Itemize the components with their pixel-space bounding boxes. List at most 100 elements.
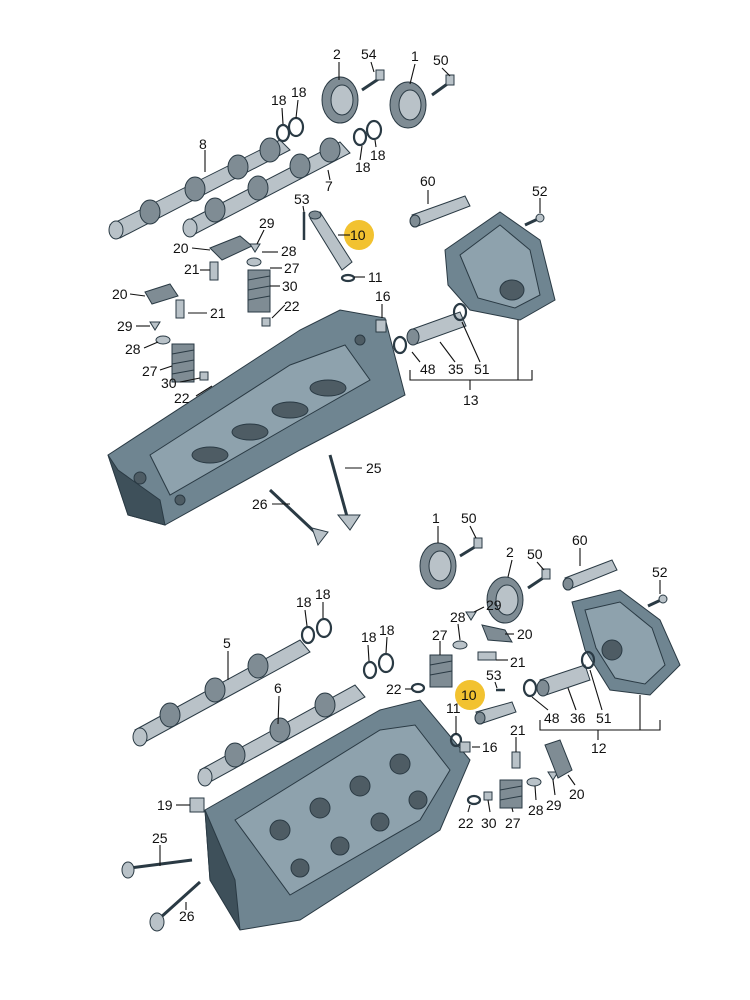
upper-bolt-54 [361, 69, 385, 92]
label-upper-20b: 20 [112, 286, 128, 302]
label-lower-22a: 22 [386, 681, 402, 697]
label-lower-30: 30 [481, 815, 497, 831]
upper-seal-18c [352, 127, 368, 147]
lower-seal-18a [300, 625, 316, 645]
upper-cam-gear-2 [321, 76, 359, 124]
lower-seal-22b [466, 794, 482, 806]
label-upper-20a: 20 [173, 240, 189, 256]
label-upper-21a: 21 [184, 261, 200, 277]
label-upper-13: 13 [463, 392, 479, 408]
lower-seal-18c [362, 660, 378, 680]
lower-collet-28b [526, 777, 542, 787]
label-lower-53: 53 [486, 667, 502, 683]
label-upper-22a: 22 [284, 298, 300, 314]
upper-bolt-52 [524, 213, 545, 227]
lower-oring-51 [580, 650, 596, 670]
lower-retainer-29b [547, 771, 559, 781]
label-lower-18c: 18 [361, 629, 377, 645]
lower-plug-16 [459, 741, 471, 753]
upper-plug-16 [375, 319, 387, 333]
label-lower-29b: 29 [546, 797, 562, 813]
upper-retainer-29a [249, 243, 261, 253]
upper-oring-51 [452, 302, 468, 322]
label-lower-28b: 28 [528, 802, 544, 818]
label-lower-60: 60 [572, 532, 588, 548]
label-lower-18b: 18 [315, 586, 331, 602]
label-upper-27b: 27 [142, 363, 158, 379]
upper-spring-27b [171, 343, 195, 383]
label-upper-48: 48 [420, 361, 436, 377]
label-upper-53: 53 [294, 191, 310, 207]
lower-lifter-21b [511, 751, 521, 769]
label-lower-6: 6 [274, 680, 282, 696]
lower-seal-18d [377, 652, 395, 674]
upper-highlight-10 [344, 220, 374, 250]
label-lower-51: 51 [596, 710, 612, 726]
upper-retainer-29b [149, 321, 161, 331]
lower-camshaft-5 [132, 639, 311, 747]
label-upper-16: 16 [375, 288, 391, 304]
label-lower-1: 1 [432, 510, 440, 526]
label-upper-18a: 18 [271, 92, 287, 108]
upper-group-13-bracket [409, 370, 533, 381]
label-upper-10: 10 [350, 227, 366, 243]
upper-oring-11 [340, 273, 356, 283]
lower-spring-27a [429, 654, 453, 688]
lower-cylinder-head [204, 699, 471, 931]
lower-highlight-10 [455, 680, 485, 710]
label-lower-27b: 27 [505, 815, 521, 831]
upper-actuator-10 [308, 210, 353, 271]
label-lower-20b: 20 [569, 786, 585, 802]
lower-bolt-52 [647, 594, 668, 608]
label-lower-22b: 22 [458, 815, 474, 831]
label-upper-8: 8 [199, 136, 207, 152]
label-lower-27a: 27 [432, 627, 448, 643]
lower-assembly: 1 50 2 50 60 52 18 18 18 18 5 6 29 28 27… [121, 510, 681, 932]
label-upper-18c: 18 [355, 159, 371, 175]
label-lower-11: 11 [446, 700, 461, 716]
label-upper-7: 7 [325, 178, 333, 194]
upper-ring-30a [261, 317, 271, 327]
lower-collet-28a [452, 640, 468, 650]
label-lower-25: 25 [152, 830, 168, 846]
lower-bolt-50a [459, 537, 483, 558]
lower-seal-22a [410, 682, 426, 694]
upper-collet-28a [246, 257, 262, 267]
label-lower-50a: 50 [461, 510, 477, 526]
lower-retainer-29a [465, 611, 477, 621]
label-upper-30a: 30 [282, 278, 298, 294]
label-lower-18d: 18 [379, 622, 395, 638]
label-lower-29a: 29 [486, 597, 502, 613]
label-lower-21a: 21 [510, 654, 526, 670]
label-lower-50b: 50 [527, 546, 543, 562]
upper-valve-25 [328, 454, 361, 531]
lower-spring-27b [499, 779, 523, 809]
label-upper-22b: 22 [174, 390, 190, 406]
label-upper-60: 60 [420, 173, 436, 189]
label-upper-21b: 21 [210, 305, 226, 321]
lower-plug-19 [189, 797, 205, 813]
upper-cap-60 [409, 195, 471, 228]
upper-camshaft-8 [108, 137, 291, 240]
upper-cylinder-head [107, 309, 406, 526]
lower-valve-26 [149, 880, 202, 932]
label-upper-2: 2 [333, 46, 341, 62]
upper-assembly: 2 54 1 50 18 18 18 18 8 7 60 52 53 10 11… [107, 46, 556, 547]
label-upper-52: 52 [532, 183, 548, 199]
lower-group-12-bracket [539, 720, 661, 731]
upper-bolt-50 [431, 74, 455, 97]
label-upper-27a: 27 [284, 260, 300, 276]
lower-sleeve-36 [536, 664, 591, 697]
label-upper-50: 50 [433, 52, 449, 68]
label-upper-11: 11 [368, 269, 383, 285]
upper-sleeve-35 [406, 311, 467, 346]
lower-actuator-10 [474, 701, 517, 725]
label-upper-35: 35 [448, 361, 464, 377]
upper-valve-26 [268, 488, 329, 547]
label-upper-54: 54 [361, 46, 377, 62]
label-upper-1: 1 [411, 48, 419, 64]
label-upper-29b: 29 [117, 318, 133, 334]
lower-oring-48 [522, 678, 538, 698]
upper-ring-30b [199, 371, 209, 381]
label-upper-29a: 29 [259, 215, 275, 231]
